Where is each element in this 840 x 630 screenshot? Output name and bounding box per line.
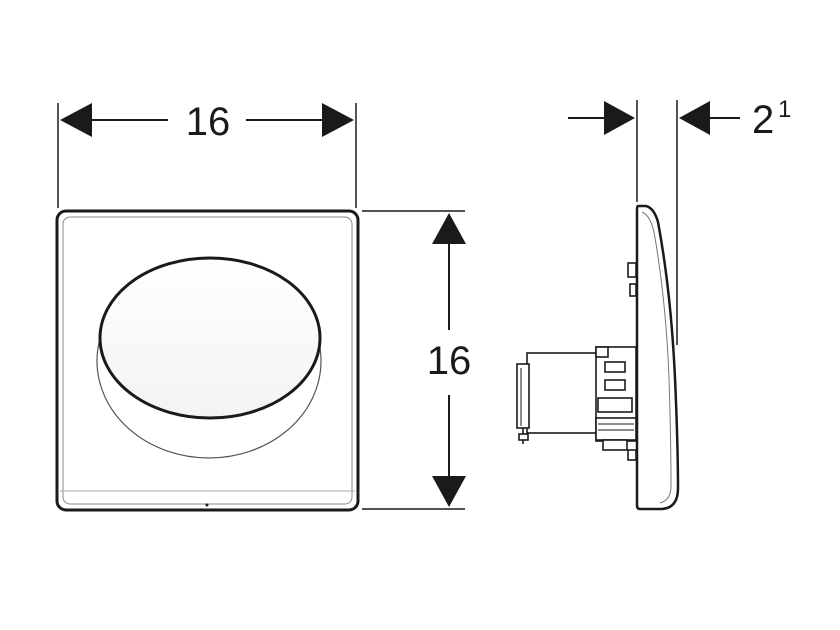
mechanism-main-block xyxy=(526,352,600,434)
height-arrow-bottom xyxy=(432,476,466,507)
front-view xyxy=(55,209,360,512)
width-arrow-left xyxy=(60,103,92,137)
width-arrow-right xyxy=(322,103,354,137)
mechanism-pin-head xyxy=(518,433,529,441)
height-dimension xyxy=(362,210,466,510)
width-label: 16 xyxy=(186,100,231,144)
height-arrow-top xyxy=(432,213,466,244)
side-mechanism xyxy=(516,262,637,461)
mechanism-bottom-foot xyxy=(602,439,628,451)
plate-bottom-dot xyxy=(205,503,209,507)
mechanism-slot-3 xyxy=(597,397,633,413)
mechanism-upper-clip xyxy=(627,262,637,278)
flush-button xyxy=(98,256,322,420)
mechanism-slot-1 xyxy=(604,361,626,373)
width-dimension xyxy=(57,103,357,208)
depth-label: 2 xyxy=(752,98,774,142)
mechanism-upper-clip-2 xyxy=(629,283,637,297)
mechanism-lower-clip xyxy=(627,449,637,461)
side-plate-inner-line xyxy=(641,211,672,504)
depth-arrow-right xyxy=(679,101,710,135)
mechanism-left-cap xyxy=(516,363,530,429)
mechanism-slot-2 xyxy=(604,379,626,391)
height-label: 16 xyxy=(427,339,472,383)
side-plate-profile xyxy=(635,204,680,511)
depth-label-superscript: 1 xyxy=(778,96,791,123)
side-view xyxy=(516,204,680,511)
depth-arrow-left xyxy=(604,101,635,135)
mechanism-top-tab xyxy=(595,346,609,358)
depth-dimension xyxy=(568,100,740,345)
mechanism-lower-bracket xyxy=(595,417,637,441)
